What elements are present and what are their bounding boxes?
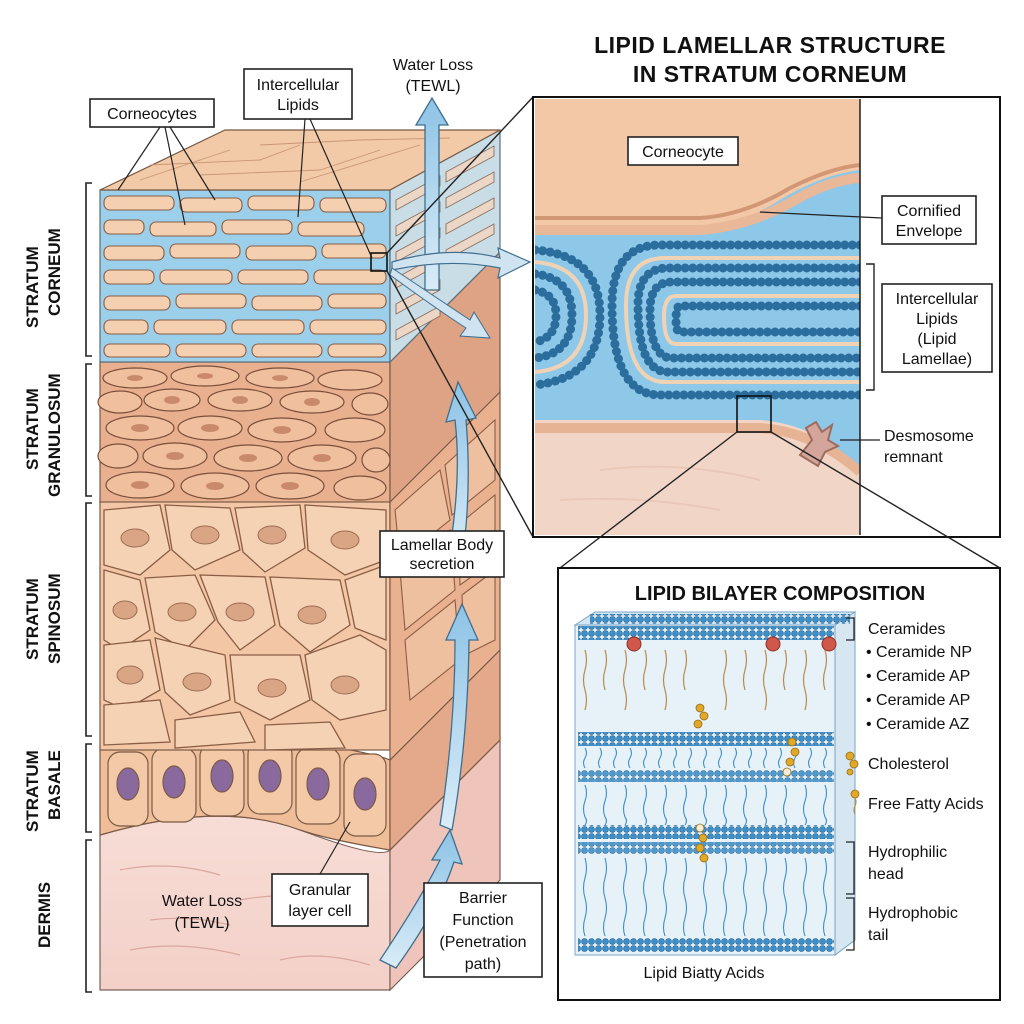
hydrophobic-bracket (846, 897, 855, 951)
lipid-rings-left (535, 245, 605, 390)
lipid-lamellae (607, 240, 860, 400)
layer-label-spinosum-2: SPINOSUM (45, 573, 64, 664)
hydrophilic-label-2: head (868, 866, 904, 883)
water-loss-top-2: (TEWL) (405, 78, 460, 95)
layer-label-basale-2: BASALE (45, 750, 64, 820)
intercellular-leaders (297, 118, 373, 259)
bilayer-projection (559, 431, 1001, 569)
spinous-nuclei (112, 525, 360, 698)
granular-cell-label-box (271, 873, 369, 927)
bilayer-caption: Lipid Biatty Acids (644, 965, 765, 982)
zoom-arrow (391, 246, 532, 280)
zoom-panel: Corneocyte Cornified Envelope Intercellu… (532, 96, 1001, 538)
layer-label-corneum-2: CORNEUM (45, 228, 64, 316)
cornified-box (881, 195, 977, 245)
left-callouts: Corneocytes Intercellular Lipids Water L… (89, 57, 543, 978)
granular-cell-label-2: layer cell (288, 903, 351, 920)
zoom-marker (370, 252, 388, 272)
top-surface-lines (139, 137, 451, 183)
barrier-label-box (423, 882, 543, 978)
ceramide-item-3: • Ceramide AP (866, 692, 970, 709)
bilayer-title: LIPID BILAYER COMPOSITION (635, 583, 925, 605)
intercellular-label-1: Intercellular (257, 77, 340, 94)
granular-nuclei (127, 373, 331, 490)
water-loss-bottom-1: Water Loss (162, 893, 242, 910)
layer-label-corneum-1: STRATUM (23, 246, 42, 328)
ceramides-header: Ceramides (868, 621, 945, 638)
ic-lipids-label-3: (Lipid (917, 331, 956, 348)
corneocytes (103, 195, 387, 358)
zoom-panel-marker (736, 395, 772, 433)
layer-label-spinosum-1: STRATUM (23, 578, 42, 660)
projection-lines (386, 96, 534, 538)
ic-lipids-label-1: Intercellular (896, 291, 979, 308)
desmosome-label-1: Desmosome (884, 428, 974, 445)
ic-lipids-label-2: Lipids (916, 311, 958, 328)
layer-labels: STRATUM CORNEUM STRATUM GRANULOSUM STRAT… (23, 228, 64, 948)
cholesterol-label: Cholesterol (868, 756, 949, 773)
corneocytes-leaders (117, 126, 216, 226)
corneocyte-zoom-box (627, 136, 739, 166)
arrow-lower (379, 828, 464, 969)
main-title-line1: LIPID LAMELLAR STRUCTURE (594, 32, 946, 58)
granular-cell-leader (319, 821, 351, 875)
ic-lipids-bracket (866, 263, 875, 391)
ceramides-bracket (846, 617, 855, 641)
upward-arrows (379, 96, 480, 969)
zoom-arrow-2 (389, 267, 491, 339)
barrier-label-2: Function (452, 912, 513, 929)
corneocytes-label-box (89, 98, 215, 128)
intercellular-label-2: Lipids (277, 97, 319, 114)
hydrophilic-bracket (846, 841, 855, 895)
barrier-label-3: (Penetration (439, 934, 526, 951)
ceramide-item-2: • Ceramide AP (866, 668, 970, 685)
ic-lipids-label-4: Lamellae) (902, 351, 972, 368)
cholesterol-molecules (693, 703, 800, 863)
layer-label-dermis: DERMIS (35, 882, 54, 948)
ceramide-item-1: • Ceramide NP (866, 644, 972, 661)
water-loss-top-1: Water Loss (393, 57, 473, 74)
intercellular-label-box (243, 68, 353, 120)
upper-tails (582, 649, 828, 711)
lamellar-body-label-1: Lamellar Body (391, 537, 493, 554)
main-title-line2: IN STRATUM CORNEUM (633, 61, 907, 87)
bilayer-panel: LIPID BILAYER COMPOSITION (557, 567, 1001, 1001)
layer-label-basale-1: STRATUM (23, 750, 42, 832)
mid-tails (582, 747, 828, 937)
ic-lipids-box (881, 283, 993, 373)
fatty-acid-legend-icon (850, 789, 860, 815)
desmosome-label-2: remnant (884, 449, 943, 466)
barrier-label-1: Barrier (459, 890, 508, 907)
arrow-upper (445, 380, 477, 563)
water-loss-bottom-2: (TEWL) (174, 915, 229, 932)
hydrophobic-label-1: Hydrophobic (868, 905, 958, 922)
barrier-label-4: path) (465, 956, 501, 973)
cornified-label-1: Cornified (897, 203, 961, 220)
zoom-bottom-corneocyte (535, 420, 860, 535)
layer-label-granulosum-1: STRATUM (23, 388, 42, 470)
cholesterol-legend-icon (845, 751, 859, 776)
lamellar-body-label-box (379, 530, 505, 578)
layer-brackets (85, 182, 92, 993)
arrow-mid (439, 602, 480, 831)
hydrophilic-label-1: Hydrophilic (868, 844, 947, 861)
cornified-leader (759, 211, 883, 219)
free-fatty-acids-label: Free Fatty Acids (868, 796, 984, 813)
hydrophobic-label-2: tail (868, 927, 888, 944)
lamellar-body-label-2: secretion (410, 556, 475, 573)
membrane-block (573, 611, 857, 956)
corneocyte-zoom-label: Corneocyte (642, 144, 724, 161)
basal-cells (107, 741, 387, 837)
cornified-label-2: Envelope (896, 223, 963, 240)
ceramide-item-4: • Ceramide AZ (866, 716, 970, 733)
corneocytes-label: Corneocytes (107, 106, 197, 123)
granular-cell-label-1: Granular (289, 882, 352, 899)
layer-label-granulosum-2: GRANULOSUM (45, 373, 64, 497)
